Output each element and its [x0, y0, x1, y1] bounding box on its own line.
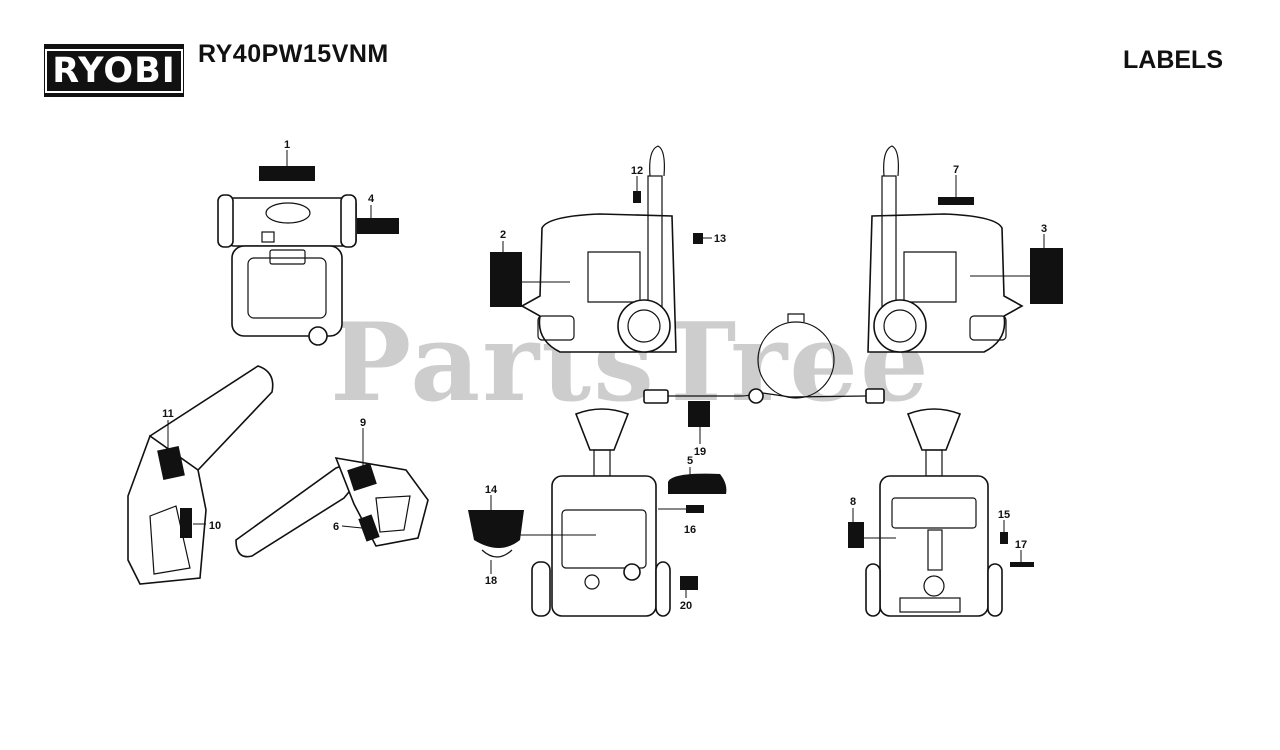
unit-front-view [468, 408, 727, 617]
label-13-shape [693, 233, 703, 244]
label-6-shape [358, 514, 380, 542]
logo-text: RYOBI [45, 48, 183, 93]
unit-side-view-left [867, 145, 1063, 353]
model-number: RY40PW15VNM [198, 40, 389, 68]
section-title: LABELS [1123, 46, 1223, 74]
callout-7: 7 [953, 164, 959, 176]
ryobi-logo: RYOBI [44, 44, 184, 97]
callout-20: 20 [680, 600, 692, 612]
callout-numbers: 1 2 3 4 5 6 7 8 9 10 11 12 13 14 15 16 1… [162, 139, 1047, 612]
unit-side-view-right [490, 145, 703, 353]
unit-back-view [848, 408, 1034, 617]
label-9-shape [347, 462, 377, 492]
callout-11: 11 [162, 408, 174, 420]
callout-9: 9 [360, 417, 366, 429]
label-16-shape [686, 505, 704, 513]
label-3-shape [1030, 248, 1063, 304]
leader-lines [167, 150, 1045, 598]
callout-16: 16 [684, 524, 696, 536]
callout-12: 12 [631, 165, 643, 177]
unit-rear-view [217, 166, 399, 346]
callout-4: 4 [368, 193, 375, 205]
spray-gun-right [235, 456, 429, 558]
label-11-shape [157, 446, 185, 480]
callout-10: 10 [209, 520, 221, 532]
label-15-shape [1000, 532, 1008, 544]
label-7-shape [938, 197, 974, 205]
label-19-shape [688, 401, 710, 427]
label-4-shape [357, 218, 399, 234]
hose-assembly [643, 313, 885, 427]
label-8-shape [848, 522, 864, 548]
label-14-shape [468, 510, 524, 548]
callout-6: 6 [333, 521, 339, 533]
spray-gun-left [127, 365, 274, 585]
label-2-shape [490, 252, 522, 307]
callout-3: 3 [1041, 223, 1047, 235]
callout-8: 8 [850, 496, 856, 508]
label-12-shape [633, 191, 641, 203]
label-5-shape [668, 473, 727, 494]
callout-17: 17 [1015, 539, 1027, 551]
label-17-shape [1010, 562, 1034, 567]
callout-19: 19 [694, 446, 706, 458]
callout-18: 18 [485, 575, 497, 587]
callout-13: 13 [714, 233, 726, 245]
label-10-shape [180, 508, 192, 538]
callout-5: 5 [687, 455, 693, 467]
callout-1: 1 [284, 139, 290, 151]
callout-2: 2 [500, 229, 506, 241]
callout-15: 15 [998, 509, 1010, 521]
label-20-shape [680, 576, 698, 590]
label-1-shape [259, 166, 315, 181]
callout-14: 14 [485, 484, 498, 496]
